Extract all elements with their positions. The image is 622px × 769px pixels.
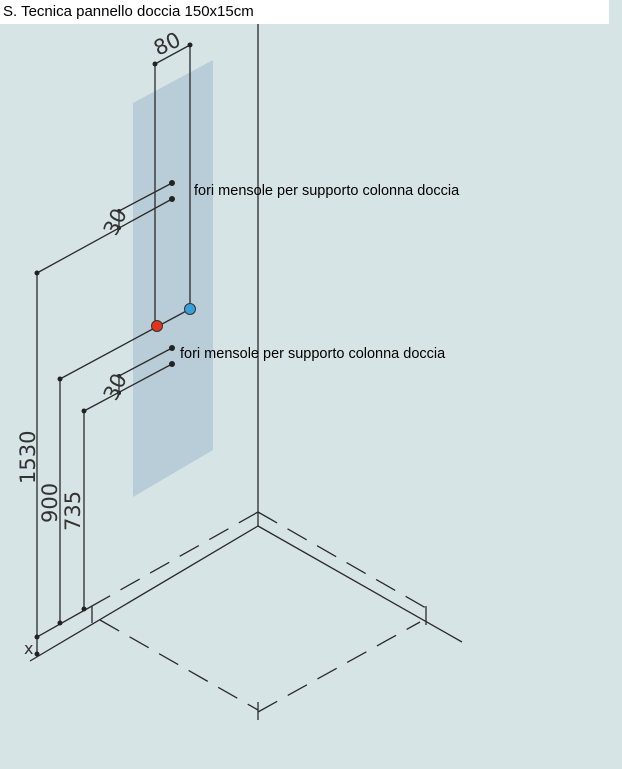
hot-water-outlet	[151, 320, 163, 332]
floor-right-line	[257, 525, 463, 643]
origin-label: x	[24, 639, 33, 658]
floor-left-line	[29, 525, 259, 662]
upper-holes-note: fori mensole per supporto colonna doccia	[194, 183, 460, 199]
lower-holes-note: fori mensole per supporto colonna doccia	[180, 346, 446, 362]
dim-1530: 1530	[16, 431, 40, 484]
shower-tray-outline	[91, 511, 427, 720]
dim-900: 900	[38, 483, 62, 523]
diagram-title: S. Tecnica pannello doccia 150x15cm	[0, 0, 609, 24]
dim-735: 735	[61, 491, 85, 531]
cold-water-outlet	[184, 303, 196, 315]
dimension-lines	[34, 42, 193, 657]
shower-panel	[133, 60, 213, 497]
dim-lower-30: 30	[99, 370, 132, 404]
dim-80: 80	[150, 27, 184, 60]
dim-upper-30: 30	[99, 205, 132, 239]
